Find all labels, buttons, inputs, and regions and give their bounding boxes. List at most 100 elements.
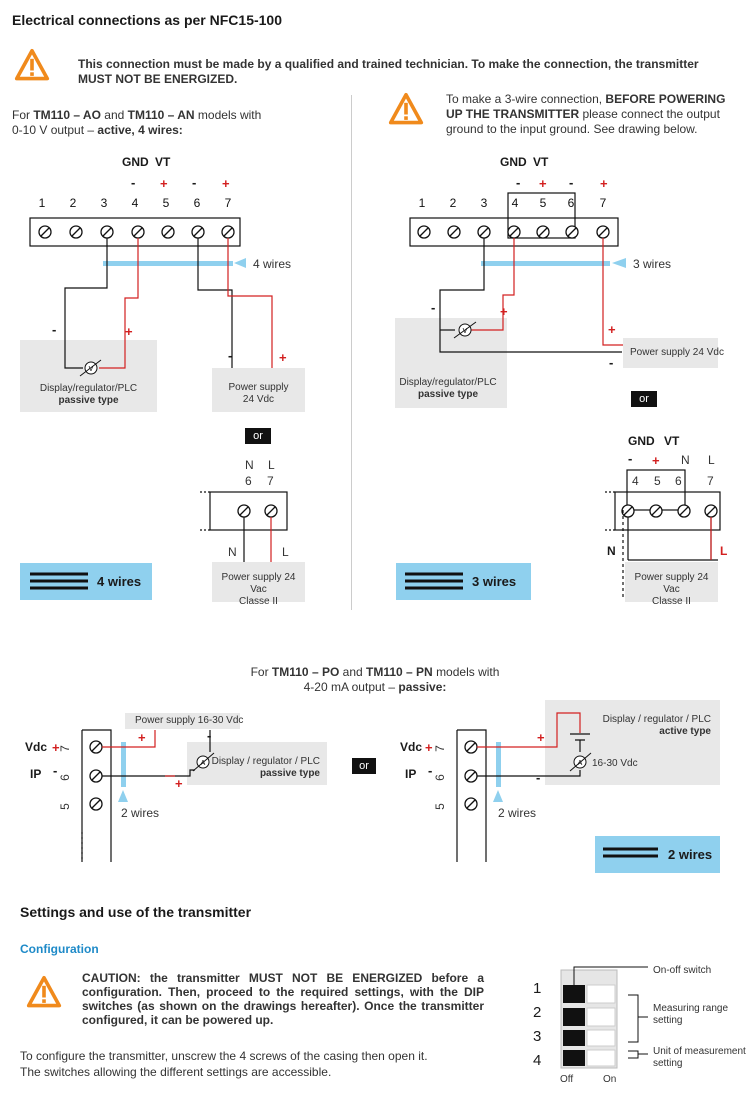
warning-icon <box>26 975 62 1008</box>
dip-on-label: On <box>603 1074 617 1085</box>
ac-terminal: 5 <box>654 474 661 488</box>
sign-minus: - <box>516 175 521 190</box>
terminal-number: 5 <box>539 196 547 210</box>
screw-icon <box>89 740 103 754</box>
settings-title: Settings and use of the transmitter <box>20 904 252 920</box>
screw-icon <box>161 225 175 239</box>
warning-icon <box>14 48 50 81</box>
screw-icon <box>191 225 205 239</box>
screw-icon <box>221 225 235 239</box>
terminal-number: 5 <box>162 196 170 210</box>
dip-off-label: Off <box>560 1074 574 1085</box>
terminal-number: 7 <box>224 196 232 210</box>
screw-icon <box>447 225 461 239</box>
screw-icon <box>596 225 610 239</box>
supply-box <box>125 713 240 729</box>
ip-minus: - <box>53 763 58 778</box>
terminal-number: 4 <box>131 196 139 210</box>
screw-icon <box>131 225 145 239</box>
config-para-2: The switches allowing the different sett… <box>20 1065 332 1079</box>
screw-icon <box>536 225 550 239</box>
terminal-7: 7 <box>432 745 447 752</box>
ac-wire-n: N <box>607 544 616 558</box>
wire-bundle <box>103 261 233 266</box>
screw-icon <box>507 225 521 239</box>
onoff-label: On-off switch <box>653 965 712 976</box>
vdc-plus: + <box>52 740 60 755</box>
dip-number: 1 <box>533 980 542 997</box>
vdc-label: Vdc <box>25 740 48 754</box>
terminal-number: 4 <box>511 196 519 210</box>
screw-icon <box>264 504 278 518</box>
wire-bundle <box>496 742 501 787</box>
page-title: Electrical connections as per NFC15-100 <box>12 12 282 28</box>
supply-minus: - <box>609 355 614 370</box>
terminal-number: 3 <box>100 196 108 210</box>
screw-icon <box>417 225 431 239</box>
wire-minus: - <box>536 770 541 785</box>
wire-plus: + <box>175 776 183 791</box>
ac-wire-n: N <box>228 545 237 559</box>
terminal-block <box>29 217 241 247</box>
ac-terminal: 6 <box>675 474 682 488</box>
vt-label: VT <box>155 155 171 169</box>
wires-label: 2 wires <box>121 806 160 820</box>
arrow-icon <box>234 258 246 268</box>
ac-wire-l: L <box>720 544 728 558</box>
right-note: To make a 3-wire connection, BEFORE POWE… <box>446 92 726 136</box>
ac-terminal: 4 <box>632 474 639 488</box>
terminal-number: 2 <box>449 196 457 210</box>
config-para-1: To configure the transmitter, unscrew th… <box>20 1049 428 1063</box>
dip-number: 3 <box>533 1028 542 1045</box>
supply-plus: + <box>608 322 616 337</box>
sign-plus: + <box>539 176 547 191</box>
screw-icon <box>100 225 114 239</box>
ac-terminal: 7 <box>707 474 714 488</box>
ac-l: L <box>708 453 715 467</box>
sign-minus: - <box>569 175 574 190</box>
terminal-number: 7 <box>599 196 607 210</box>
caution-text: CAUTION: the transmitter MUST NOT BE ENE… <box>82 971 484 1027</box>
terminal-5: 5 <box>432 803 447 810</box>
warning-text: This connection must be made by a qualif… <box>78 57 699 86</box>
terminal-block <box>409 217 619 247</box>
terminal-7: 7 <box>57 745 72 752</box>
dip-switch <box>560 966 648 1069</box>
arrow-icon <box>493 790 503 802</box>
sign-minus: - <box>192 175 197 190</box>
sign-plus: + <box>160 176 168 191</box>
terminal-number: 6 <box>193 196 201 210</box>
wires-label: 3 wires <box>633 257 672 271</box>
ac-minus: - <box>628 451 633 466</box>
gnd-label: GND <box>500 155 527 169</box>
vdc-plus: + <box>425 740 433 755</box>
ac-terminal-7: 7 <box>267 474 274 488</box>
ip-label: IP <box>405 767 417 781</box>
terminal-number: 1 <box>418 196 426 210</box>
screw-icon <box>677 504 691 518</box>
display-plus: + <box>125 324 133 339</box>
wires-label: 2 wires <box>498 806 537 820</box>
ac-supply-box <box>212 562 305 602</box>
supply-label: Power supply 24 Vdc <box>630 347 724 358</box>
ip-label: IP <box>30 767 42 781</box>
wire-bundle <box>121 742 126 787</box>
sign-minus: - <box>131 175 136 190</box>
display-minus: - <box>431 300 436 315</box>
terminal-6: 6 <box>432 774 447 781</box>
ac-supply-box <box>625 562 718 602</box>
legend-3-wires-label: 3 wires <box>472 574 517 589</box>
ac-vt: VT <box>664 434 680 448</box>
sign-plus: + <box>600 176 608 191</box>
screw-icon <box>565 225 579 239</box>
ac-n: N <box>681 453 690 467</box>
legend-4-wires-label: 4 wires <box>97 574 142 589</box>
display-plus: + <box>500 304 508 319</box>
legend-2-wires-label: 2 wires <box>668 847 713 862</box>
ac-plus: + <box>652 453 660 468</box>
terminal-number: 2 <box>69 196 77 210</box>
left-intro: For TM110 – AO and TM110 – AN models wit… <box>12 108 262 137</box>
